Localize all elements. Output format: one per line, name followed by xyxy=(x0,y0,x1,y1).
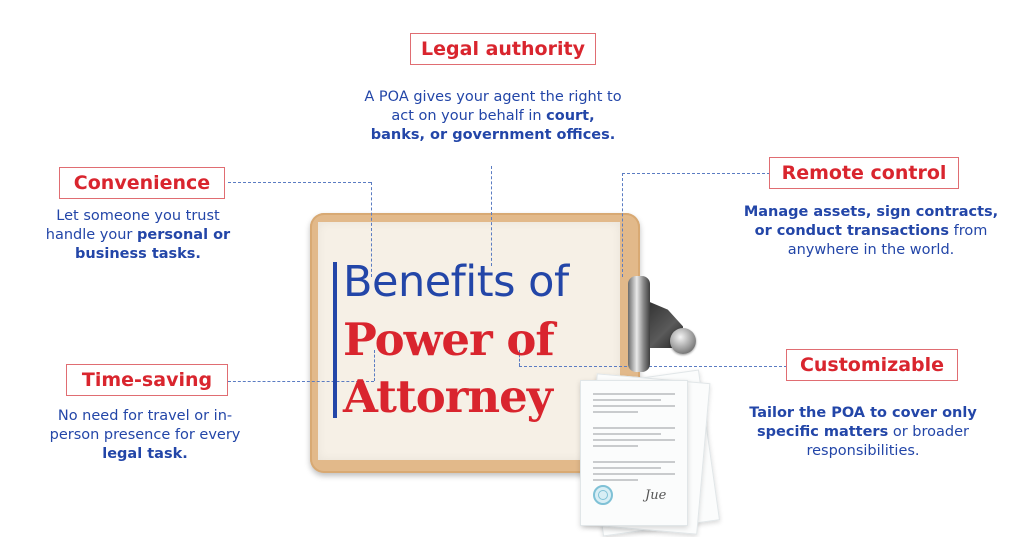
title-line-1: Benefits of xyxy=(343,257,569,307)
benefit-desc-time-saving: No need for travel or in-person presence… xyxy=(49,408,241,462)
binder-clip-arm xyxy=(628,276,650,372)
seal-stamp-icon xyxy=(593,485,613,505)
benefit-label-time-saving: Time-saving xyxy=(66,364,228,396)
clipboard-paper xyxy=(318,222,620,460)
benefit-desc-legal-authority: A POA gives your agent the right to act … xyxy=(364,89,622,143)
title-accent-bar xyxy=(333,262,337,418)
title-line-2: Power of xyxy=(343,313,555,366)
title-line-3: Attorney xyxy=(343,370,553,423)
connector-convenience-v xyxy=(371,182,372,277)
connector-time-h xyxy=(228,381,374,382)
benefit-label-convenience: Convenience xyxy=(59,167,225,199)
connector-remote-h xyxy=(622,173,770,174)
benefit-desc-convenience: Let someone you trust handle your person… xyxy=(45,208,231,262)
document-sheet-front xyxy=(580,380,688,526)
connector-convenience-h xyxy=(228,182,371,183)
connector-remote-v xyxy=(622,173,623,277)
benefit-label-legal-authority: Legal authority xyxy=(410,33,596,65)
connector-custom-h xyxy=(519,366,787,367)
signature: Jue xyxy=(645,488,667,503)
benefit-desc-customizable: Tailor the POA to cover only specific ma… xyxy=(749,405,977,459)
benefit-desc-remote-control: Manage assets, sign contracts, or conduc… xyxy=(743,204,999,258)
connector-legal-authority xyxy=(491,166,492,266)
connector-custom-v xyxy=(519,350,520,366)
connector-time-v xyxy=(374,350,375,381)
benefit-label-customizable: Customizable xyxy=(786,349,958,381)
benefit-label-remote-control: Remote control xyxy=(769,157,959,189)
binder-clip-knob xyxy=(670,328,696,354)
